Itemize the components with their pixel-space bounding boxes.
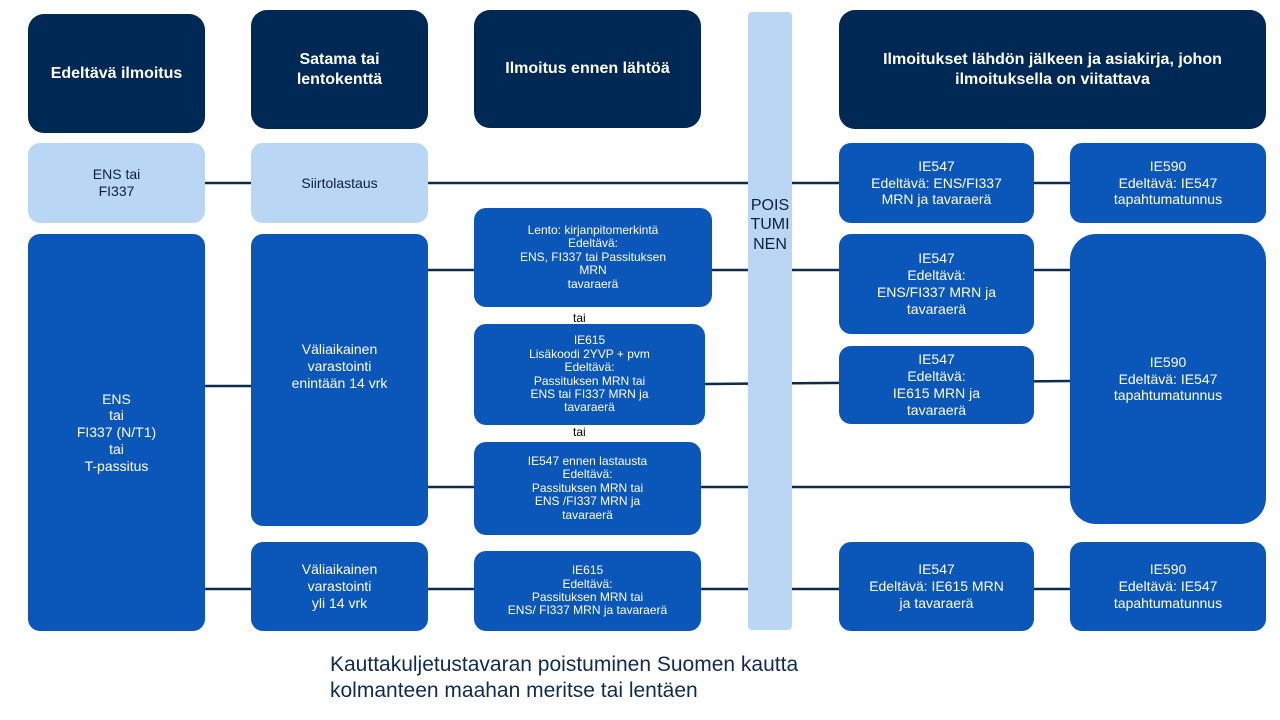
- node-ie615-bottom: IE615 Edeltävä: Passituksen MRN tai ENS/…: [474, 551, 701, 631]
- header-after-departure: Ilmoitukset lähdön jälkeen ja asiakirja,…: [839, 10, 1266, 129]
- node-ie547-row1: IE547 Edeltävä: ENS/FI337 MRN ja tavarae…: [839, 143, 1034, 223]
- node-ie547-ie615: IE547 Edeltävä: IE615 MRN ja tavaraerä: [839, 346, 1034, 424]
- node-ie547-ens-fi337: IE547 Edeltävä: ENS/FI337 MRN ja tavarae…: [839, 234, 1034, 334]
- exit-strip: [748, 12, 792, 630]
- node-ie590-bottom: IE590 Edeltävä: IE547 tapahtumatunnus: [1070, 542, 1266, 631]
- node-temp-storage-max-14-days: Väliaikainen varastointi enintään 14 vrk: [251, 234, 428, 526]
- node-ie547-before-loading: IE547 ennen lastausta Edeltävä: Passituk…: [474, 442, 701, 535]
- header-port-or-airport: Satama tai lentokenttä: [251, 10, 428, 129]
- node-ens-fi337-or-transit: ENS tai FI337 (N/T1) tai T-passitus: [28, 234, 205, 631]
- node-ie590-middle: IE590 Edeltävä: IE547 tapahtumatunnus: [1070, 234, 1266, 524]
- diagram-title: Kauttakuljetustavaran poistuminen Suomen…: [330, 653, 799, 702]
- node-ie547-bottom: IE547 Edeltävä: IE615 MRN ja tavaraerä: [839, 542, 1034, 631]
- exit-label: POISTUMINEN: [750, 197, 790, 253]
- header-before-departure: Ilmoitus ennen lähtöä: [474, 10, 701, 128]
- header-prior-declaration: Edeltävä ilmoitus: [28, 14, 205, 133]
- node-flight-bookkeeping-entry: Lento: kirjanpitomerkintä Edeltävä: ENS,…: [474, 208, 712, 307]
- node-ens-or-fi337: ENS tai FI337: [28, 143, 205, 223]
- node-ie590-row1: IE590 Edeltävä: IE547 tapahtumatunnus: [1070, 143, 1266, 223]
- node-temp-storage-over-14-days: Väliaikainen varastointi yli 14 vrk: [251, 542, 428, 631]
- node-transshipment: Siirtolastaus: [251, 143, 428, 223]
- or-label-2: tai: [573, 425, 586, 439]
- or-label-1: tai: [573, 311, 586, 325]
- node-ie615-additional-code: IE615 Lisäkoodi 2YVP + pvm Edeltävä: Pas…: [474, 324, 705, 425]
